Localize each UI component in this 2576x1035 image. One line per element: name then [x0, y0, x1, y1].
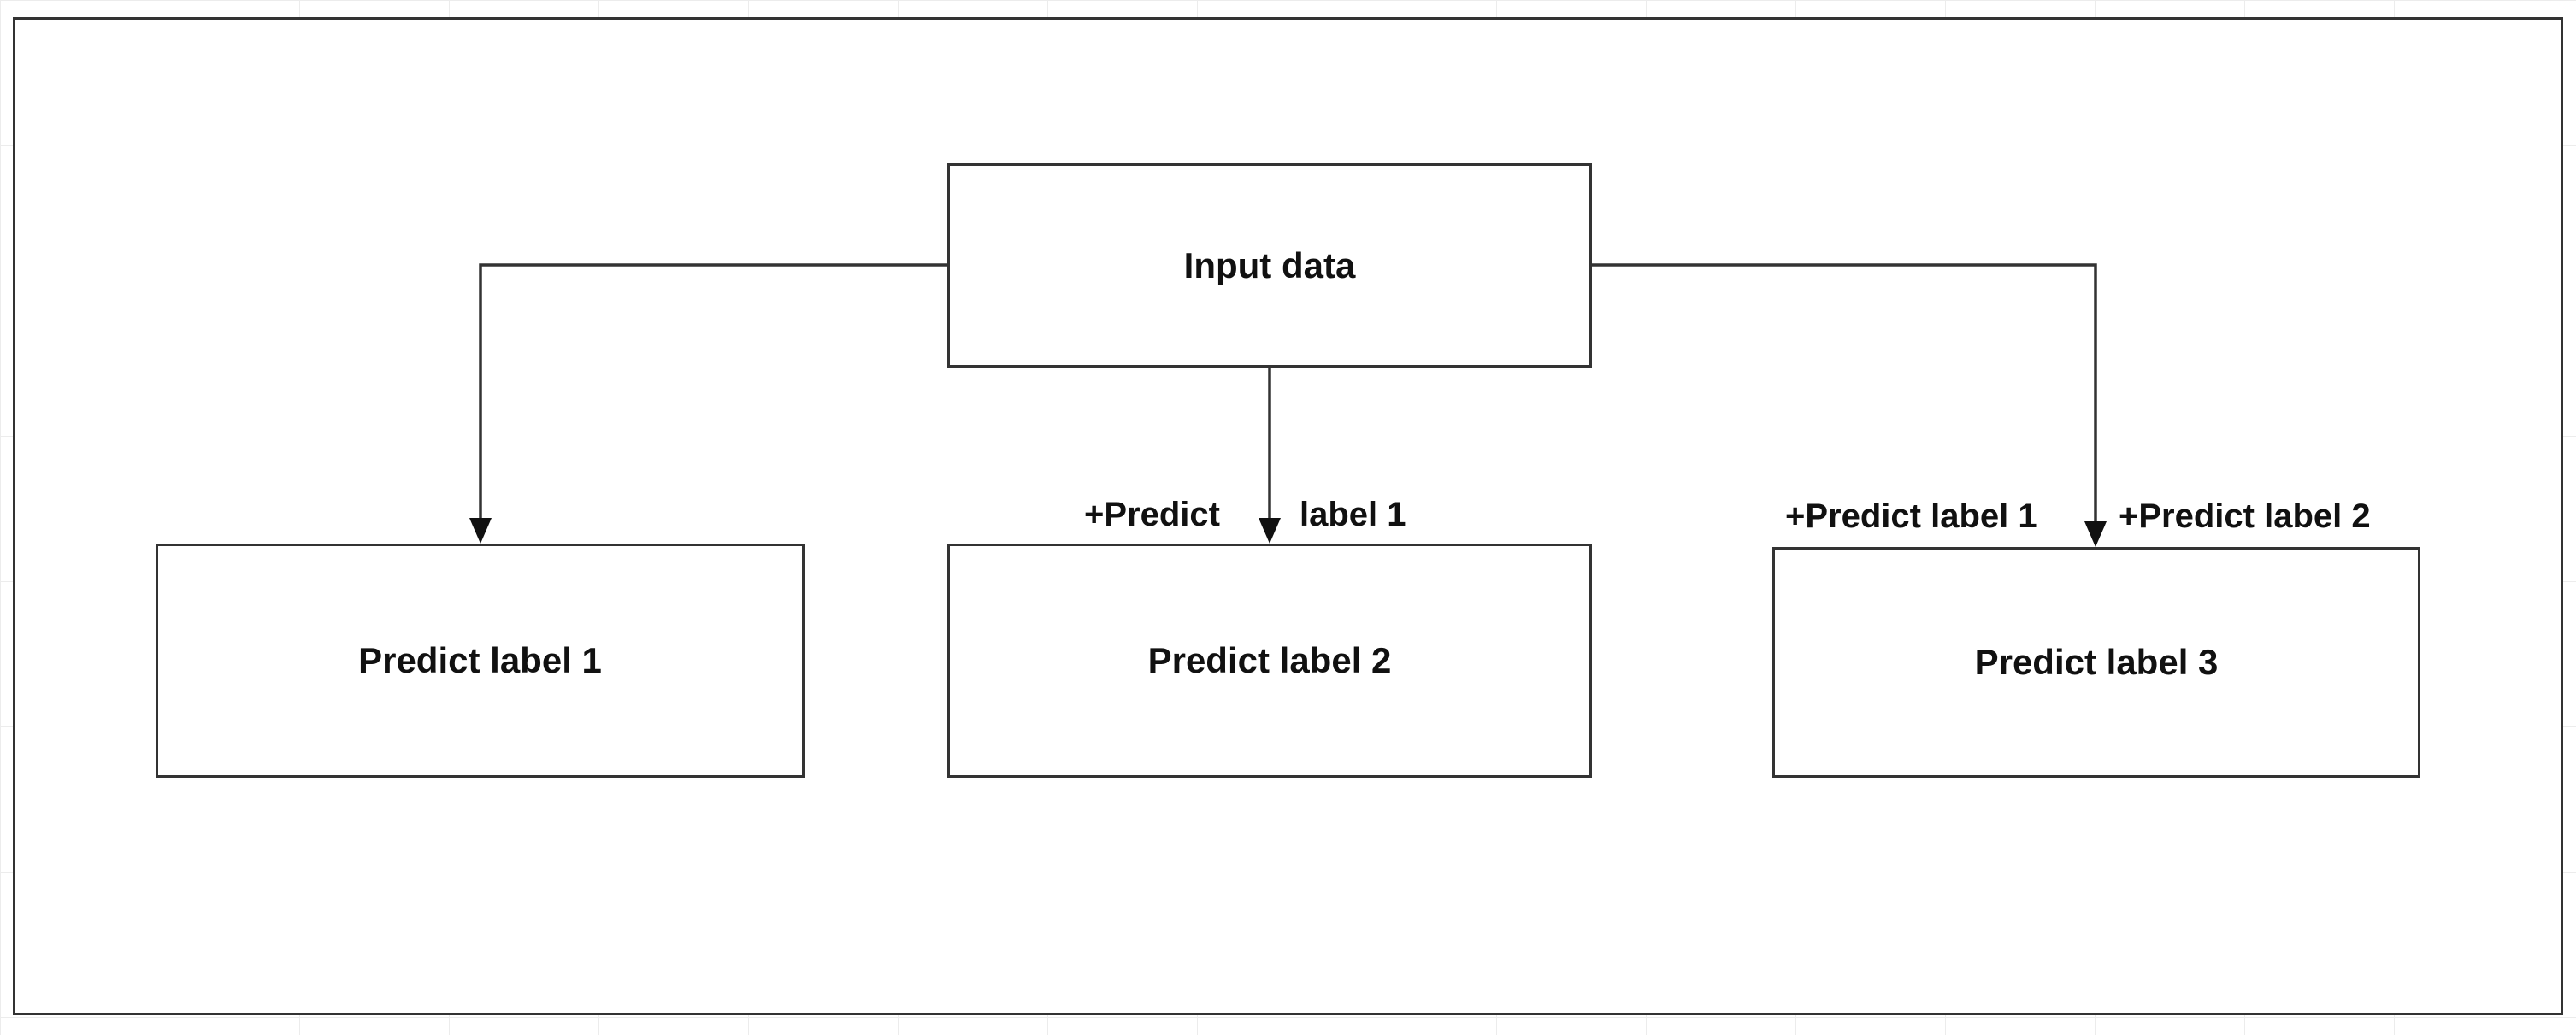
- node-predict-label-1[interactable]: Predict label 1: [156, 544, 805, 778]
- edge-label-label3-left: +Predict label 1: [1785, 497, 2037, 535]
- edge-label-label3-right: +Predict label 2: [2119, 497, 2371, 535]
- node-predict-label-2[interactable]: Predict label 2: [947, 544, 1592, 778]
- node-input-data-label: Input data: [1183, 244, 1356, 285]
- arrowhead-label2: [1259, 518, 1281, 544]
- node-input-data[interactable]: Input data: [947, 163, 1592, 368]
- node-predict-label-3-label: Predict label 3: [1974, 642, 2219, 682]
- edge-label-label2-right: label 1: [1300, 496, 1406, 533]
- connector-input-to-label3: [1592, 263, 2097, 532]
- node-predict-label-2-label: Predict label 2: [1147, 640, 1392, 680]
- node-predict-label-3[interactable]: Predict label 3: [1772, 547, 2420, 778]
- connector-input-to-label1: [479, 263, 947, 528]
- node-predict-label-1-label: Predict label 1: [358, 640, 602, 680]
- arrowhead-label3: [2084, 521, 2107, 547]
- edge-label-label2-left: +Predict: [1084, 496, 1220, 533]
- arrowhead-label1: [469, 518, 492, 544]
